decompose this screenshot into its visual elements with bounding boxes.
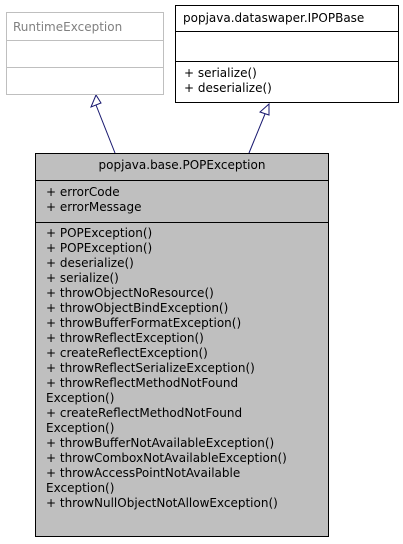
pop-exception-operation: Exception(): [46, 391, 115, 405]
pop-exception-title-section: popjava.base.POPException: [36, 154, 328, 181]
pop-exception-operations-section: + POPException() + POPException() + dese…: [36, 223, 328, 511]
pop-exception-class-box[interactable]: popjava.base.POPException + errorCode + …: [35, 153, 329, 537]
pop-exception-operation: + throwReflectMethodNotFound: [46, 376, 239, 390]
pop-exception-operation: + throwObjectNoResource(): [46, 286, 214, 300]
realization-ipop-arrow: [248, 102, 270, 154]
pop-exception-operation: + throwReflectSerializeException(): [46, 361, 255, 375]
pop-exception-operation: + POPException(): [46, 241, 153, 255]
pop-exception-operation: + POPException(): [46, 226, 153, 240]
runtime-exception-class-box[interactable]: RuntimeException: [6, 12, 164, 95]
pop-exception-operation: + throwBufferFormatException(): [46, 316, 242, 330]
pop-exception-operation: + serialize(): [46, 271, 119, 285]
runtime-exception-class-name: RuntimeException: [13, 20, 123, 34]
ipop-base-operations-section: + serialize() + deserialize(): [176, 62, 398, 96]
ipop-base-title-section: popjava.dataswaper.IPOPBase: [176, 6, 398, 32]
pop-exception-operation: + createReflectMethodNotFound: [46, 406, 243, 420]
ipop-base-class-box[interactable]: popjava.dataswaper.IPOPBase + serialize(…: [175, 5, 399, 103]
pop-exception-operation: + throwBufferNotAvailableException(): [46, 436, 275, 450]
pop-exception-operation: Exception(): [46, 421, 115, 435]
pop-exception-class-name: popjava.base.POPException: [98, 158, 266, 172]
ipop-base-operation: + deserialize(): [184, 81, 272, 95]
pop-exception-attribute: + errorCode: [46, 185, 120, 199]
generalization-runtime-arrow: [90, 93, 116, 154]
runtime-exception-title-section: RuntimeException: [7, 13, 163, 41]
pop-exception-operation: + deserialize(): [46, 256, 134, 270]
ipop-base-class-name: popjava.dataswaper.IPOPBase: [183, 11, 365, 25]
pop-exception-operation: + createReflectException(): [46, 346, 208, 360]
pop-exception-operation: + throwNullObjectNotAllowException(): [46, 496, 278, 510]
ipop-base-operation: + serialize(): [184, 66, 257, 80]
pop-exception-operation: + throwObjectBindException(): [46, 301, 229, 315]
pop-exception-operation: Exception(): [46, 481, 115, 495]
pop-exception-operation: + throwAccessPointNotAvailable: [46, 466, 241, 480]
ipop-base-attributes-section: [176, 32, 398, 62]
pop-exception-attribute: + errorMessage: [46, 200, 142, 214]
pop-exception-attributes-section: + errorCode + errorMessage: [36, 181, 328, 223]
pop-exception-operation: + throwReflectException(): [46, 331, 204, 345]
pop-exception-operation: + throwComboxNotAvailableException(): [46, 451, 287, 465]
runtime-exception-attributes-section: [7, 41, 163, 68]
